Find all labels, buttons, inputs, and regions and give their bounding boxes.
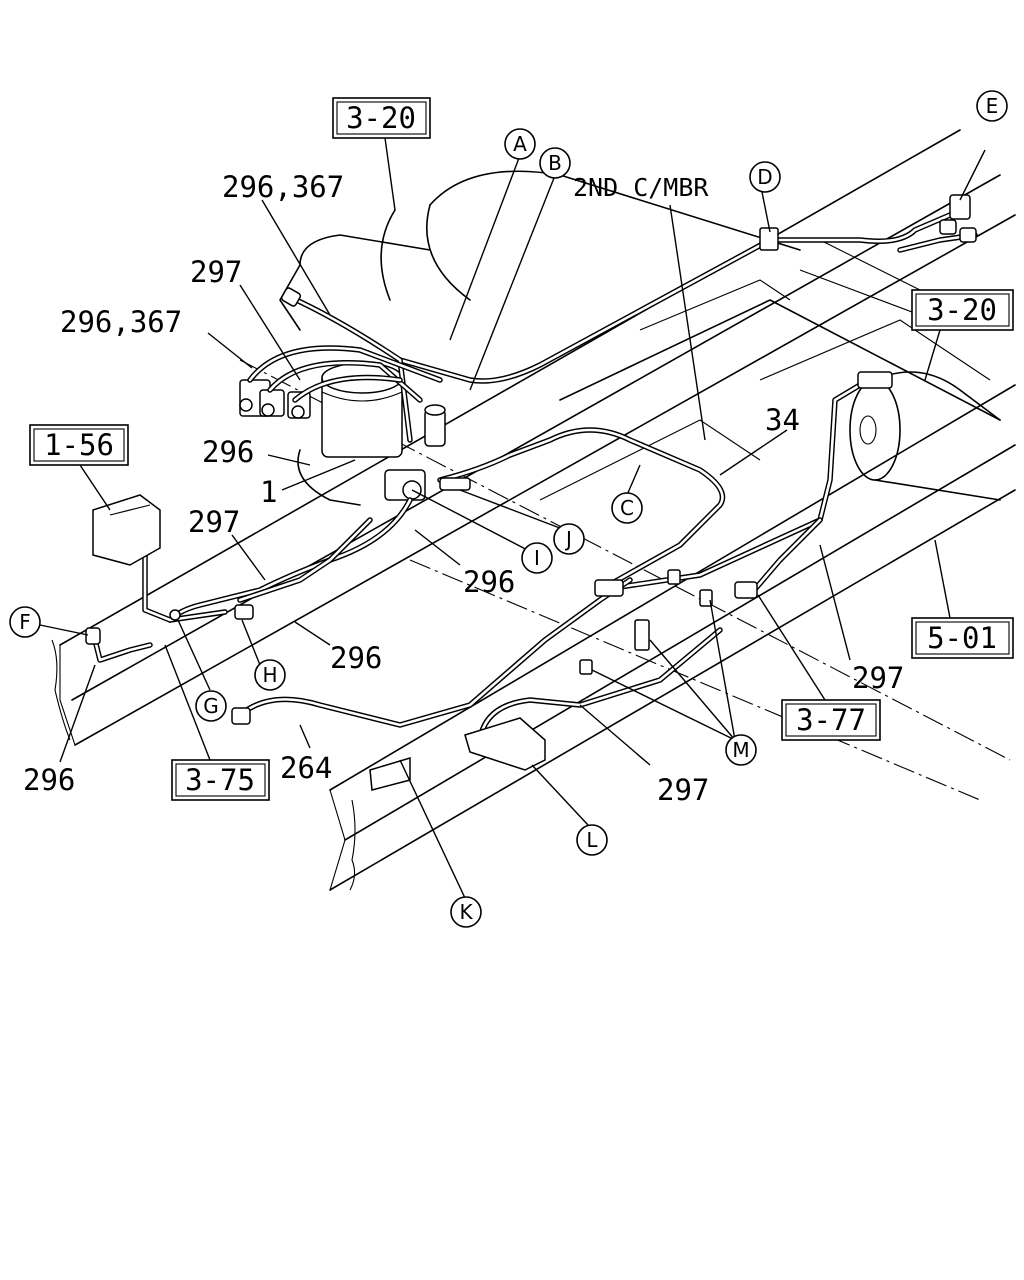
label-1: 1 xyxy=(260,475,277,509)
label-296-367-top: 296,367 xyxy=(222,170,344,204)
svg-text:3-20: 3-20 xyxy=(346,101,416,135)
svg-text:A: A xyxy=(513,132,527,156)
svg-text:1-56: 1-56 xyxy=(44,428,114,462)
fittings xyxy=(85,194,977,791)
svg-text:5-01: 5-01 xyxy=(927,621,997,655)
label-2nd-cross-member: 2ND C/MBR xyxy=(573,173,709,202)
svg-text:L: L xyxy=(586,828,598,852)
svg-text:E: E xyxy=(986,94,999,118)
svg-text:H: H xyxy=(262,663,277,687)
callout-h: H xyxy=(254,659,286,691)
callout-c: C xyxy=(611,492,643,524)
ref-box-3-20-top: 3-20 xyxy=(332,97,431,139)
label-297-bottom: 297 xyxy=(657,773,709,807)
leader-lines xyxy=(39,137,986,899)
label-296-367-left: 296,367 xyxy=(60,305,182,339)
svg-text:3-77: 3-77 xyxy=(796,703,866,737)
ref-box-1-56: 1-56 xyxy=(29,424,129,466)
callout-i: I xyxy=(521,542,553,574)
callout-g: G xyxy=(195,690,227,722)
ref-box-3-77: 3-77 xyxy=(781,699,881,741)
callout-a: A xyxy=(504,128,536,160)
air-dryer-unit xyxy=(239,362,446,501)
label-34: 34 xyxy=(765,403,800,437)
callout-b: B xyxy=(539,147,571,179)
svg-text:C: C xyxy=(620,496,634,520)
svg-text:M: M xyxy=(732,738,749,762)
svg-text:3-20: 3-20 xyxy=(927,293,997,327)
label-296-bottom-left: 296 xyxy=(23,763,75,797)
ref-box-3-20-right: 3-20 xyxy=(911,289,1014,331)
label-296-lower: 296 xyxy=(330,641,382,675)
svg-text:D: D xyxy=(757,165,772,189)
svg-text:3-75: 3-75 xyxy=(185,763,255,797)
svg-text:I: I xyxy=(534,546,540,570)
label-296-centre: 296 xyxy=(463,565,515,599)
chassis-frame xyxy=(51,129,1016,891)
svg-text:J: J xyxy=(564,527,572,551)
svg-text:K: K xyxy=(459,900,473,924)
label-264: 264 xyxy=(280,751,332,785)
callout-l: L xyxy=(576,824,608,856)
callout-f: F xyxy=(9,606,41,638)
callout-k: K xyxy=(450,896,482,928)
callout-j: J xyxy=(553,523,585,555)
svg-text:G: G xyxy=(203,694,219,718)
svg-text:F: F xyxy=(19,610,31,634)
ref-box-3-75: 3-75 xyxy=(171,759,270,801)
label-297-top: 297 xyxy=(190,255,242,289)
air-piping xyxy=(92,212,978,743)
label-297-mid: 297 xyxy=(188,505,240,539)
label-296-left: 296 xyxy=(202,435,254,469)
callout-e: E xyxy=(976,90,1008,122)
svg-text:B: B xyxy=(548,151,562,175)
ref-box-5-01: 5-01 xyxy=(911,617,1014,659)
callout-d: D xyxy=(749,161,781,193)
callout-m: M xyxy=(725,734,757,766)
label-297-right: 297 xyxy=(852,661,904,695)
